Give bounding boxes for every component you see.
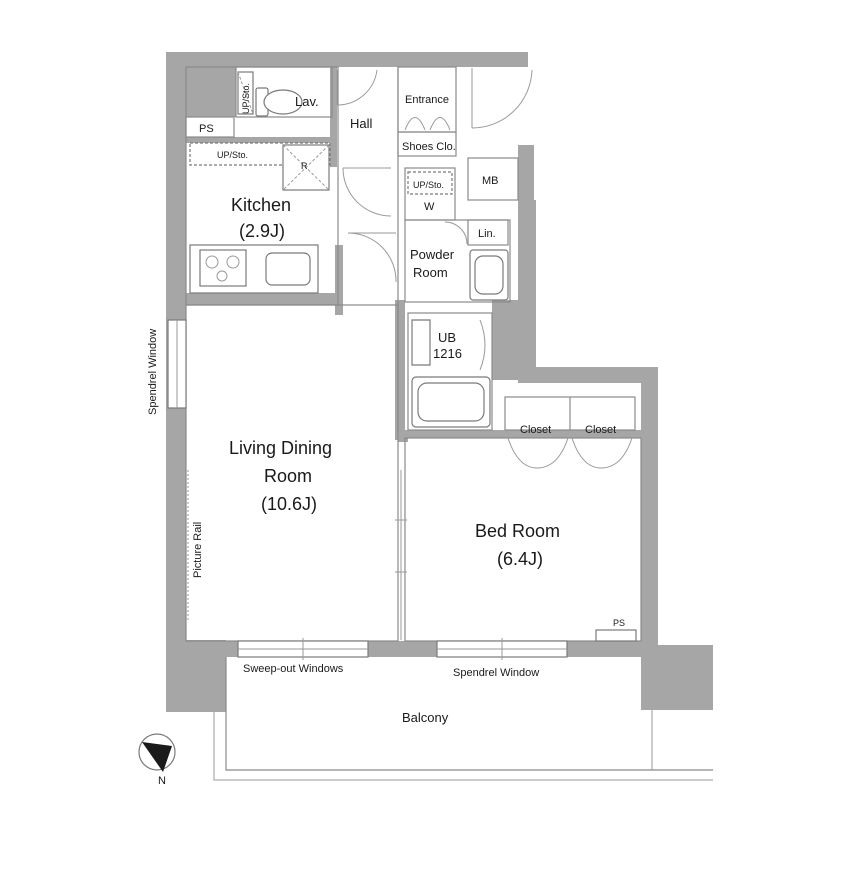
windows	[167, 319, 568, 660]
label-sweep-out-windows: Sweep-out Windows	[243, 663, 344, 675]
label-closet-2: Closet	[585, 424, 616, 436]
label-up-sto-lav: UP/Sto.	[241, 83, 251, 114]
interior-lines	[185, 66, 713, 781]
label-balcony: Balcony	[402, 710, 449, 725]
label-ub-1: UB	[438, 330, 456, 345]
label-spendrel-window-bottom: Spendrel Window	[453, 667, 539, 679]
label-up-sto-kitchen: UP/Sto.	[217, 150, 248, 160]
label-linen: Lin.	[478, 228, 496, 240]
label-refrigerator: R	[301, 161, 308, 171]
fixtures	[189, 71, 637, 642]
stove	[199, 249, 247, 287]
compass-north-label: N	[158, 775, 166, 787]
label-bedroom-size: (6.4J)	[497, 549, 543, 569]
label-kitchen: Kitchen	[231, 195, 291, 215]
label-living-2: Room	[264, 466, 312, 486]
label-living-size: (10.6J)	[261, 494, 317, 514]
label-bedroom: Bed Room	[475, 521, 560, 541]
label-ps-top: PS	[199, 123, 214, 135]
label-powder-room-1: Powder	[410, 247, 455, 262]
north-arrow-icon	[142, 742, 172, 772]
label-washer: W	[424, 201, 435, 213]
label-hall: Hall	[350, 116, 373, 131]
toilet-bowl	[263, 89, 303, 115]
label-entrance: Entrance	[405, 94, 449, 106]
label-lav: Lav.	[295, 94, 319, 109]
label-closet-1: Closet	[520, 424, 551, 436]
label-picture-rail: Picture Rail	[192, 522, 204, 578]
labels: Lav. PS UP/Sto. Hall Entrance Shoes Clo.…	[147, 83, 625, 725]
north-compass: N	[138, 733, 176, 787]
walls	[166, 52, 713, 712]
label-powder-room-2: Room	[413, 265, 448, 280]
label-up-sto-washer: UP/Sto.	[413, 180, 444, 190]
label-shoes-closet: Shoes Clo.	[402, 141, 456, 153]
label-kitchen-size: (2.9J)	[239, 221, 285, 241]
sink	[265, 252, 311, 286]
label-ub-2: 1216	[433, 346, 462, 361]
doors	[336, 68, 633, 469]
label-ps-bed: PS	[613, 618, 625, 628]
label-living-1: Living Dining	[229, 438, 332, 458]
label-mb: MB	[482, 175, 499, 187]
label-spendrel-window-left: Spendrel Window	[147, 329, 159, 415]
